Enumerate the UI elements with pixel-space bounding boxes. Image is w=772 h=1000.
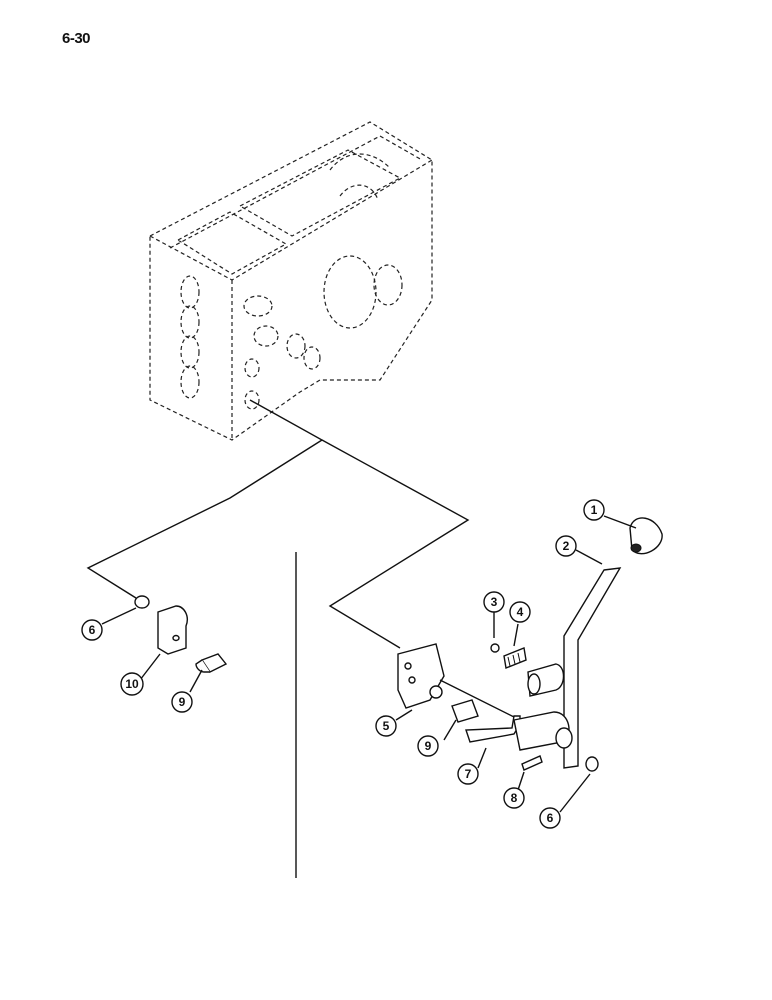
- svg-text:3: 3: [491, 595, 498, 609]
- callout-6-left: 6: [81, 619, 103, 641]
- shift-arm-7: [465, 715, 521, 743]
- svg-text:9: 9: [425, 739, 432, 753]
- svg-text:6: 6: [89, 623, 96, 637]
- page-number: 6-30: [62, 30, 91, 47]
- o-ring-right: [585, 756, 599, 772]
- callout-arrows: [101, 515, 637, 813]
- svg-text:2: 2: [563, 539, 570, 553]
- callout-4: 4: [509, 601, 531, 623]
- callout-3: 3: [483, 591, 505, 613]
- callout-9-left: 9: [171, 691, 193, 713]
- svg-text:7: 7: [465, 767, 472, 781]
- svg-text:1: 1: [591, 503, 598, 517]
- svg-text:8: 8: [511, 791, 518, 805]
- leader-lines: [86, 399, 470, 878]
- right-parts: [397, 517, 663, 772]
- o-ring-left: [134, 595, 150, 609]
- callout-8: 8: [503, 787, 525, 809]
- callout-2: 2: [555, 535, 577, 557]
- bolt-9-right: [451, 699, 479, 723]
- callout-5: 5: [375, 715, 397, 737]
- svg-text:6: 6: [547, 811, 554, 825]
- svg-text:5: 5: [383, 719, 390, 733]
- spring-4: [503, 647, 527, 669]
- callout-9-right: 9: [417, 735, 439, 757]
- svg-text:9: 9: [179, 695, 186, 709]
- lever-2: [563, 567, 622, 769]
- callout-6-right: 6: [539, 807, 561, 829]
- callout-10: 10: [120, 672, 144, 696]
- svg-text:4: 4: [517, 605, 524, 619]
- pin-8: [521, 755, 543, 771]
- svg-text:10: 10: [125, 677, 139, 691]
- bracket-10: [157, 605, 188, 655]
- transmission-housing: [149, 121, 433, 441]
- callout-7: 7: [457, 763, 479, 785]
- callout-1: 1: [583, 499, 605, 521]
- left-parts: [134, 595, 228, 673]
- ball-3: [490, 643, 500, 653]
